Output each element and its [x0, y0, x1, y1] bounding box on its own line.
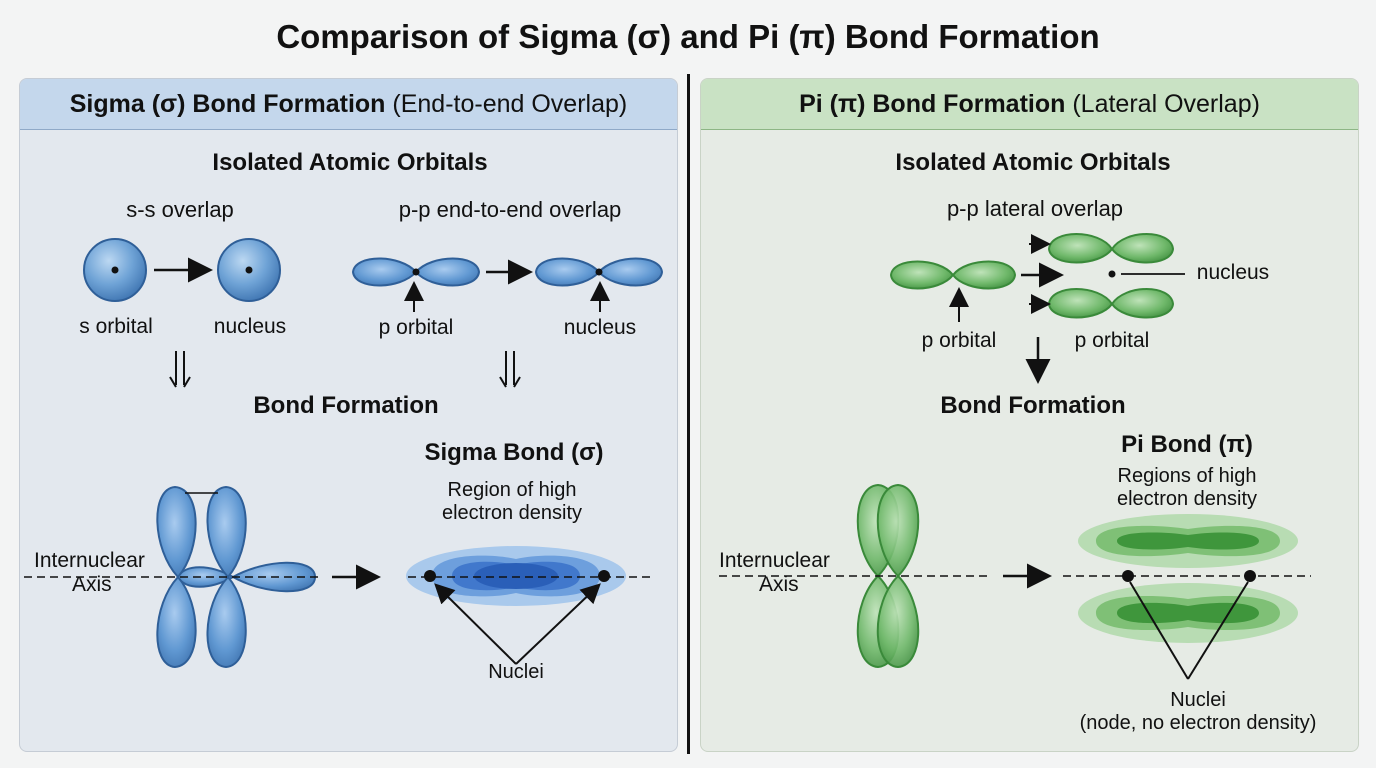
pi-p-orbital-icon [889, 260, 1017, 290]
panel-divider [687, 74, 690, 754]
pi-overlapping-orbitals-icon [856, 483, 920, 669]
sigma-diagram-art [24, 238, 664, 669]
pi-nuclei-label: Nuclei (node, no electron density) [1080, 689, 1317, 735]
sigma-density-cloud-icon [406, 546, 626, 606]
sigma-axis-line1: Internuclear [34, 549, 145, 572]
sigma-density-line1: Region of high [447, 479, 577, 501]
s-orbital-label: s orbital [79, 315, 153, 338]
pi-nuclei-line1: Nuclei [1170, 689, 1226, 711]
pi-parallel-orbitals-icon [1047, 233, 1175, 319]
pi-nucleus-label: nucleus [1196, 261, 1270, 284]
sigma-nucleus-b [598, 570, 610, 582]
sigma-bond-formation-heading: Bond Formation [253, 392, 439, 419]
pi-density-line1: Regions of high [1117, 465, 1257, 487]
p-orbital-label: p orbital [378, 316, 454, 339]
sigma-nucleus-a [424, 570, 436, 582]
pi-axis-label: Internuclear Axis [719, 549, 830, 597]
pi-axis-line2: Axis [759, 573, 799, 597]
pi-density-upper-icon [1078, 514, 1298, 568]
pi-p-orbital-label-1: p orbital [921, 329, 997, 352]
pi-nucleus-a [1122, 570, 1134, 582]
pi-nucleus-b [1244, 570, 1256, 582]
nuclei-pointer-b [515, 583, 601, 665]
nuclei-pointer-a [434, 583, 517, 665]
pi-p-orbital-label-2: p orbital [1074, 329, 1150, 352]
sigma-panel: Sigma (σ) Bond Formation (End-to-end Ove… [19, 78, 678, 752]
sigma-header-rest: (End-to-end Overlap) [385, 90, 628, 118]
pi-header-rest: (Lateral Overlap) [1065, 90, 1260, 118]
pi-nuclei-pointer-b [1187, 581, 1249, 680]
pi-nuclei-pointer-a [1129, 581, 1189, 680]
pi-nuclei-line2: (node, no electron density) [1079, 712, 1317, 734]
sigma-density-line2: electron density [441, 502, 583, 524]
diagram-title: Comparison of Sigma (σ) and Pi (π) Bond … [276, 18, 1100, 55]
sigma-isolated-heading: Isolated Atomic Orbitals [212, 149, 488, 176]
pi-nucleus-dot [1108, 270, 1116, 278]
pi-diagram-art [719, 233, 1311, 680]
sigma-header-bold: Sigma (σ) Bond Formation [69, 90, 386, 118]
pi-bond-formation-heading: Bond Formation [940, 392, 1126, 419]
double-down-arrow-left-icon [169, 351, 191, 388]
pi-density-label: Regions of high electron density [1117, 465, 1257, 511]
sigma-panel-header: Sigma (σ) Bond Formation (End-to-end Ove… [20, 79, 677, 130]
pp-lateral-overlap-label: p-p lateral overlap [946, 196, 1124, 221]
pp-end-overlap-label: p-p end-to-end overlap [398, 197, 622, 222]
pi-isolated-heading: Isolated Atomic Orbitals [895, 149, 1171, 176]
pi-axis-line1: Internuclear [719, 549, 830, 572]
sigma-nuclei-label: Nuclei [488, 661, 544, 683]
pi-bond-title: Pi Bond (π) [1121, 431, 1253, 458]
pi-density-line2: electron density [1116, 488, 1258, 510]
pi-density-lower-icon [1078, 583, 1298, 643]
s-orbital-1-icon [83, 238, 147, 302]
sigma-axis-line2: Axis [72, 573, 112, 597]
nucleus-label-2: nucleus [563, 316, 637, 339]
sigma-axis-label: Internuclear Axis [34, 549, 145, 597]
sigma-bond-title: Sigma Bond (σ) [424, 439, 604, 466]
nucleus-label-1: nucleus [213, 315, 287, 338]
s-orbital-2-icon [217, 238, 281, 302]
pi-panel-header: Pi (π) Bond Formation (Lateral Overlap) [701, 79, 1358, 130]
ss-overlap-label: s-s overlap [126, 197, 234, 222]
pi-panel: Pi (π) Bond Formation (Lateral Overlap) [700, 78, 1359, 752]
p-orbital-1-icon [351, 257, 481, 287]
double-down-arrow-right-icon [499, 351, 521, 388]
p-orbital-2-icon [534, 257, 664, 287]
sigma-density-label: Region of high electron density [442, 479, 582, 525]
pi-header-bold: Pi (π) Bond Formation [799, 90, 1066, 118]
